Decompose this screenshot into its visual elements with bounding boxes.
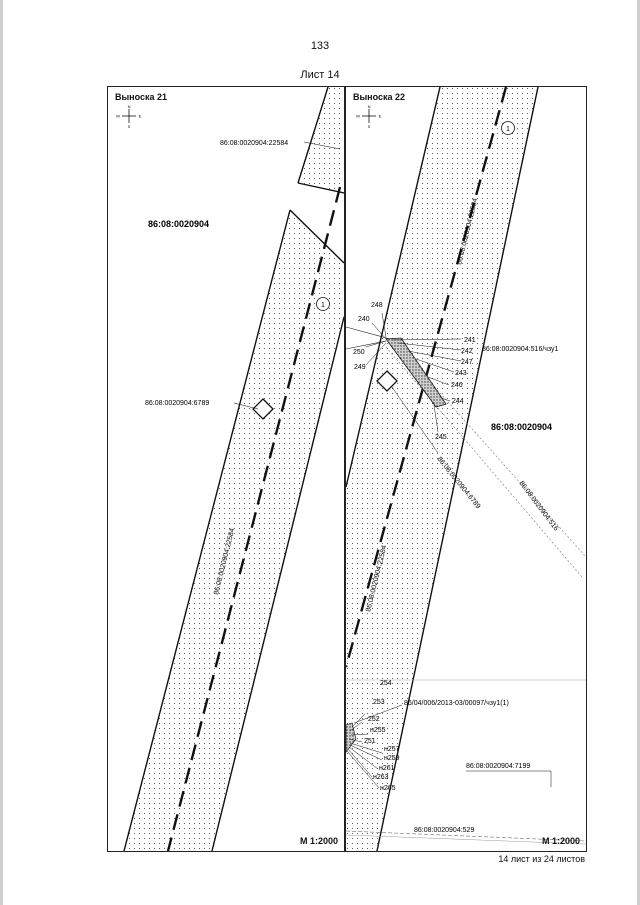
corridor-main-edge-top bbox=[289, 209, 344, 264]
corridor-upper-edge-left bbox=[297, 87, 329, 184]
corridor-edge-left bbox=[346, 87, 441, 488]
zone-circle bbox=[501, 121, 515, 135]
point-252: 252 bbox=[368, 716, 380, 723]
chzu-516-hatched bbox=[385, 337, 447, 408]
diamond-marker bbox=[376, 370, 398, 392]
corridor-main-edge-left bbox=[123, 209, 291, 851]
block-number: 86:08:0020904 bbox=[491, 422, 552, 432]
callout-21-panel: 1 86:08:0020904:22584 86:08:0020904 86:0… bbox=[107, 86, 345, 852]
callout-22-scale: М 1:2000 bbox=[541, 836, 580, 846]
point-n259: н259 bbox=[384, 755, 400, 762]
corridor-22584 bbox=[346, 87, 538, 851]
compass-icon: N S W E bbox=[116, 104, 142, 129]
point-242: 242 bbox=[461, 348, 473, 355]
svg-text:E: E bbox=[379, 114, 382, 119]
point-248: 248 bbox=[371, 302, 383, 309]
callout-22-map: 1 86:08:0020904:22584 86:08:0020904:2258… bbox=[346, 87, 586, 851]
scan-edge-right bbox=[637, 0, 640, 905]
block-number: 86:08:0020904 bbox=[148, 219, 209, 229]
corridor-upper-edge-right bbox=[297, 182, 344, 194]
sheet-footer: 14 лист из 24 листов bbox=[498, 854, 585, 864]
callout-21-scale: М 1:2000 bbox=[299, 836, 338, 846]
label-22584-top: 86:08:0020904:22584 bbox=[220, 140, 288, 147]
compass-icon: N S W E bbox=[356, 104, 382, 129]
point-n255: н255 bbox=[370, 727, 386, 734]
svg-text:S: S bbox=[128, 124, 131, 129]
point-labels-lower: 254 253 252 н255 251 н257 н259 н261 н263… bbox=[364, 680, 400, 792]
point-246: 246 bbox=[451, 382, 463, 389]
label-6789: 86:08:0020904:6789 bbox=[145, 400, 209, 407]
boundary-529-b bbox=[346, 834, 586, 845]
svg-text:N: N bbox=[128, 104, 131, 109]
corridor-edge-right bbox=[376, 87, 539, 851]
label-516-chzu1: 86:08:0020904:516/чзу1 bbox=[482, 346, 559, 353]
label-7199: 86:08:0020904:7199 bbox=[466, 763, 530, 770]
point-244: 244 bbox=[452, 398, 464, 405]
point-labels-upper: 248 240 250 249 241 242 247 243 246 244 … bbox=[353, 302, 476, 441]
point-240: 240 bbox=[358, 316, 370, 323]
sheet-title: Лист 14 bbox=[300, 69, 340, 81]
diamond-marker bbox=[252, 398, 274, 420]
leader-22584 bbox=[303, 141, 341, 150]
label-2013-chzu: 86/04/006/2013-03/00097/чзу1(1) bbox=[404, 700, 509, 707]
leader-6789 bbox=[233, 402, 259, 410]
point-leaders-lower bbox=[346, 704, 403, 789]
scan-edge-left bbox=[0, 0, 3, 905]
svg-text:W: W bbox=[116, 114, 120, 119]
crossing-line-b bbox=[346, 340, 387, 350]
point-n261: н261 bbox=[379, 765, 395, 772]
boundary-529-a bbox=[346, 830, 586, 842]
centerline-dashed bbox=[166, 186, 342, 851]
page-number: 133 bbox=[310, 40, 330, 52]
svg-text:N: N bbox=[368, 104, 371, 109]
point-n265: н265 bbox=[380, 785, 396, 792]
callout-22-panel: 1 86:08:0020904:22584 86:08:0020904:2258… bbox=[345, 86, 587, 852]
zone-circle-label: 1 bbox=[506, 126, 510, 133]
svg-text:E: E bbox=[139, 114, 142, 119]
chzu-2013-hatched bbox=[346, 722, 357, 753]
svg-text:W: W bbox=[356, 114, 360, 119]
point-254: 254 bbox=[380, 680, 392, 687]
point-249: 249 bbox=[354, 364, 366, 371]
label-529: 86:08:0020904:529 bbox=[414, 827, 474, 834]
corridor-main bbox=[124, 210, 344, 851]
zone-circle bbox=[316, 297, 330, 311]
point-leaders-upper bbox=[365, 312, 462, 433]
point-247: 247 bbox=[461, 359, 473, 366]
point-245: 245 bbox=[435, 434, 447, 441]
corridor-main-edge-right bbox=[211, 316, 344, 851]
callout-21-map: 1 86:08:0020904:22584 86:08:0020904 86:0… bbox=[116, 87, 344, 851]
point-250: 250 bbox=[353, 349, 365, 356]
point-243: 243 bbox=[455, 370, 467, 377]
label-516-rotated: 86:08:0020904:516 bbox=[517, 480, 559, 532]
svg-text:S: S bbox=[368, 124, 371, 129]
crossing-line-a bbox=[346, 326, 391, 340]
callout-21-title: Выноска 21 bbox=[115, 92, 168, 102]
point-n263: н263 bbox=[373, 774, 389, 781]
point-241: 241 bbox=[464, 337, 476, 344]
point-251: 251 bbox=[364, 738, 376, 745]
leader-6789 bbox=[391, 386, 439, 454]
callout-22-title: Выноска 22 bbox=[353, 92, 406, 102]
point-253: 253 bbox=[373, 699, 385, 706]
point-n257: н257 bbox=[384, 746, 400, 753]
zone-circle-label: 1 bbox=[321, 302, 325, 309]
corridor-22584-upper bbox=[298, 87, 344, 193]
